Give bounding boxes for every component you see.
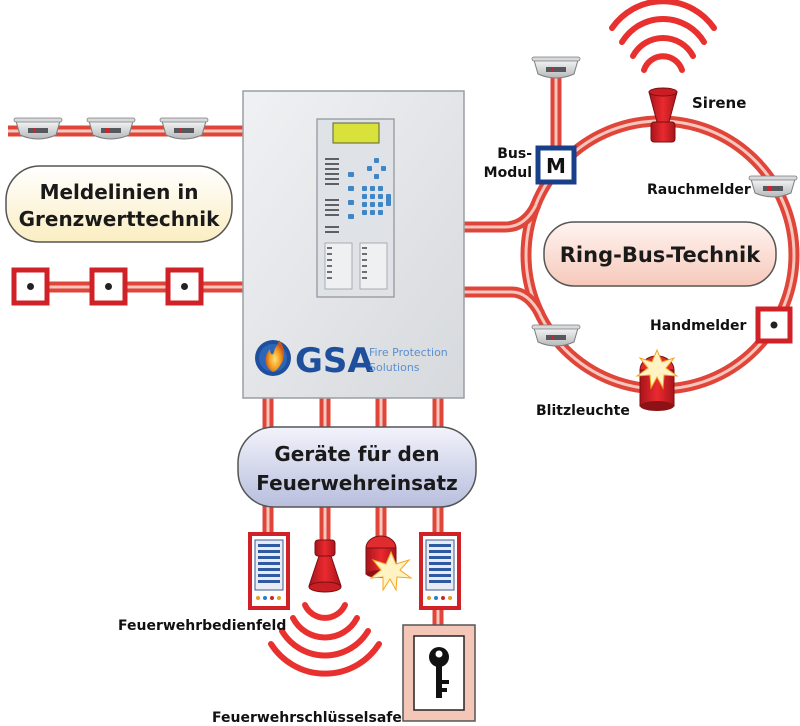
fire-brigade-panel-right [419,532,461,610]
fire-brigade-panel-left [248,532,290,610]
grenzwert-label-line2: Grenzwerttechnik [19,207,221,231]
brand-name: GSA [295,341,374,381]
smoke-detector-left-1 [13,117,63,140]
ring-bus-label: Ring-Bus-Technik [560,243,761,267]
bus-modul-label-line2: Modul [484,165,532,181]
bus-modul-label-line1: Bus- [497,146,532,162]
feuerwehr-label-line1: Geräte für den [274,442,439,466]
siren-ring [648,87,678,143]
feuerwehrschluesselsafe-label: Feuerwehrschlüsselsafe [212,710,402,726]
manual-call-point-left-1 [11,267,50,306]
manual-call-point-ring [755,306,793,344]
brand-tagline-1: Fire Protection [369,346,448,359]
key-safe [402,624,476,722]
smoke-detector-left-3 [159,117,209,140]
ring-bus-bubble: Ring-Bus-Technik [543,221,777,287]
brand-tagline-2: Solutions [369,361,420,374]
smoke-detector-left-2 [86,117,136,140]
siren-bottom [308,539,342,593]
smoke-detector-ring-lower-left [531,324,581,347]
smoke-detector-ring-right [748,175,798,198]
grenzwerttechnik-bubble: Meldelinien in Grenzwerttechnik [5,165,233,243]
bus-module: M [535,145,577,185]
strobe-light-ring [635,348,679,411]
feuerwehrbedienfeld-label: Feuerwehrbedienfeld [118,618,286,634]
sound-waves-top [609,0,717,73]
gsa-logo: GSA Fire Protection Solutions [255,340,448,381]
feuerwehr-label-line2: Feuerwehreinsatz [256,471,457,495]
smoke-detector-bus-module [531,56,581,79]
manual-call-point-left-3 [165,267,204,306]
bus-module-letter: M [546,154,566,178]
blitzleuchte-label: Blitzleuchte [536,403,630,419]
strobe-light-bottom [365,535,413,592]
sound-waves-bottom [268,602,382,677]
rauchmelder-label: Rauchmelder [647,182,751,198]
sirene-label: Sirene [692,94,746,112]
fire-alarm-control-panel: GSA Fire Protection Solutions [242,90,465,399]
handmelder-label: Handmelder [650,318,747,334]
grenzwert-label-line1: Meldelinien in [40,180,199,204]
feuerwehreinsatz-bubble: Geräte für den Feuerwehreinsatz [237,426,477,508]
manual-call-point-left-2 [89,267,128,306]
